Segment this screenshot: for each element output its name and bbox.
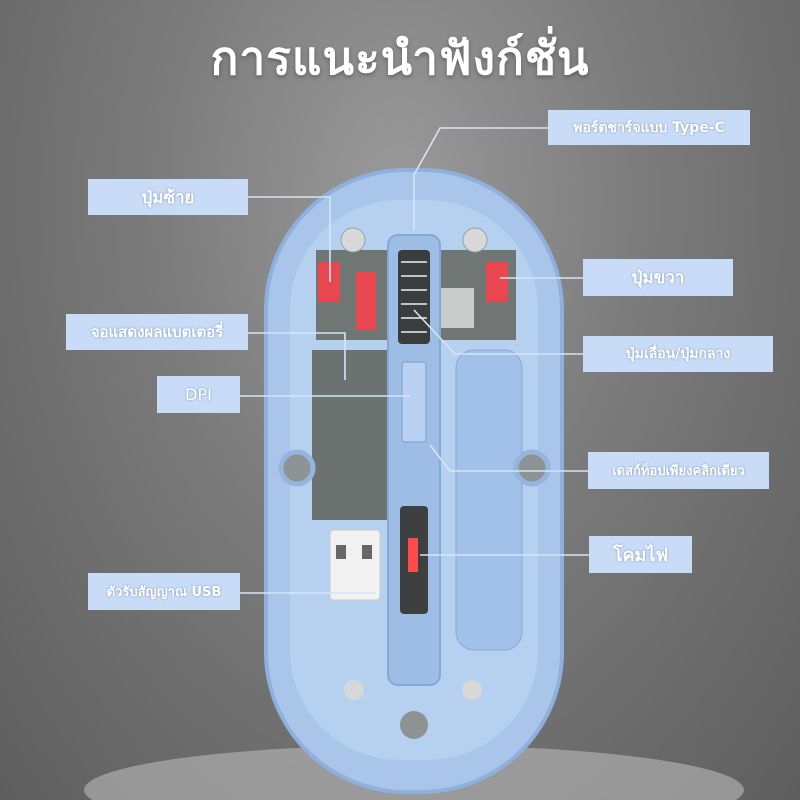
label-dpi: DPI <box>157 376 240 413</box>
label-left-button: ปุ่มซ้าย <box>88 179 248 215</box>
label-right-button: ปุ่มขวา <box>583 259 733 296</box>
label-battery-display: จอแสดงผลแบตเตอรี่ <box>66 314 248 350</box>
label-light: โคมไฟ <box>589 536 692 573</box>
leader-lines <box>240 127 589 594</box>
label-usb-receiver: ตัวรับสัญญาณ USB <box>88 573 240 610</box>
page-title: การแนะนำฟังก์ชั่น <box>210 31 590 85</box>
label-one-click-desktop: เดสก์ท็อปเพียงคลิกเดียว <box>588 452 769 489</box>
label-type-c-port: พอร์ตชาร์จแบบ Type-C <box>548 110 750 145</box>
label-scroll-button: ปุ่มเลื่อน/ปุ่มกลาง <box>583 336 773 372</box>
